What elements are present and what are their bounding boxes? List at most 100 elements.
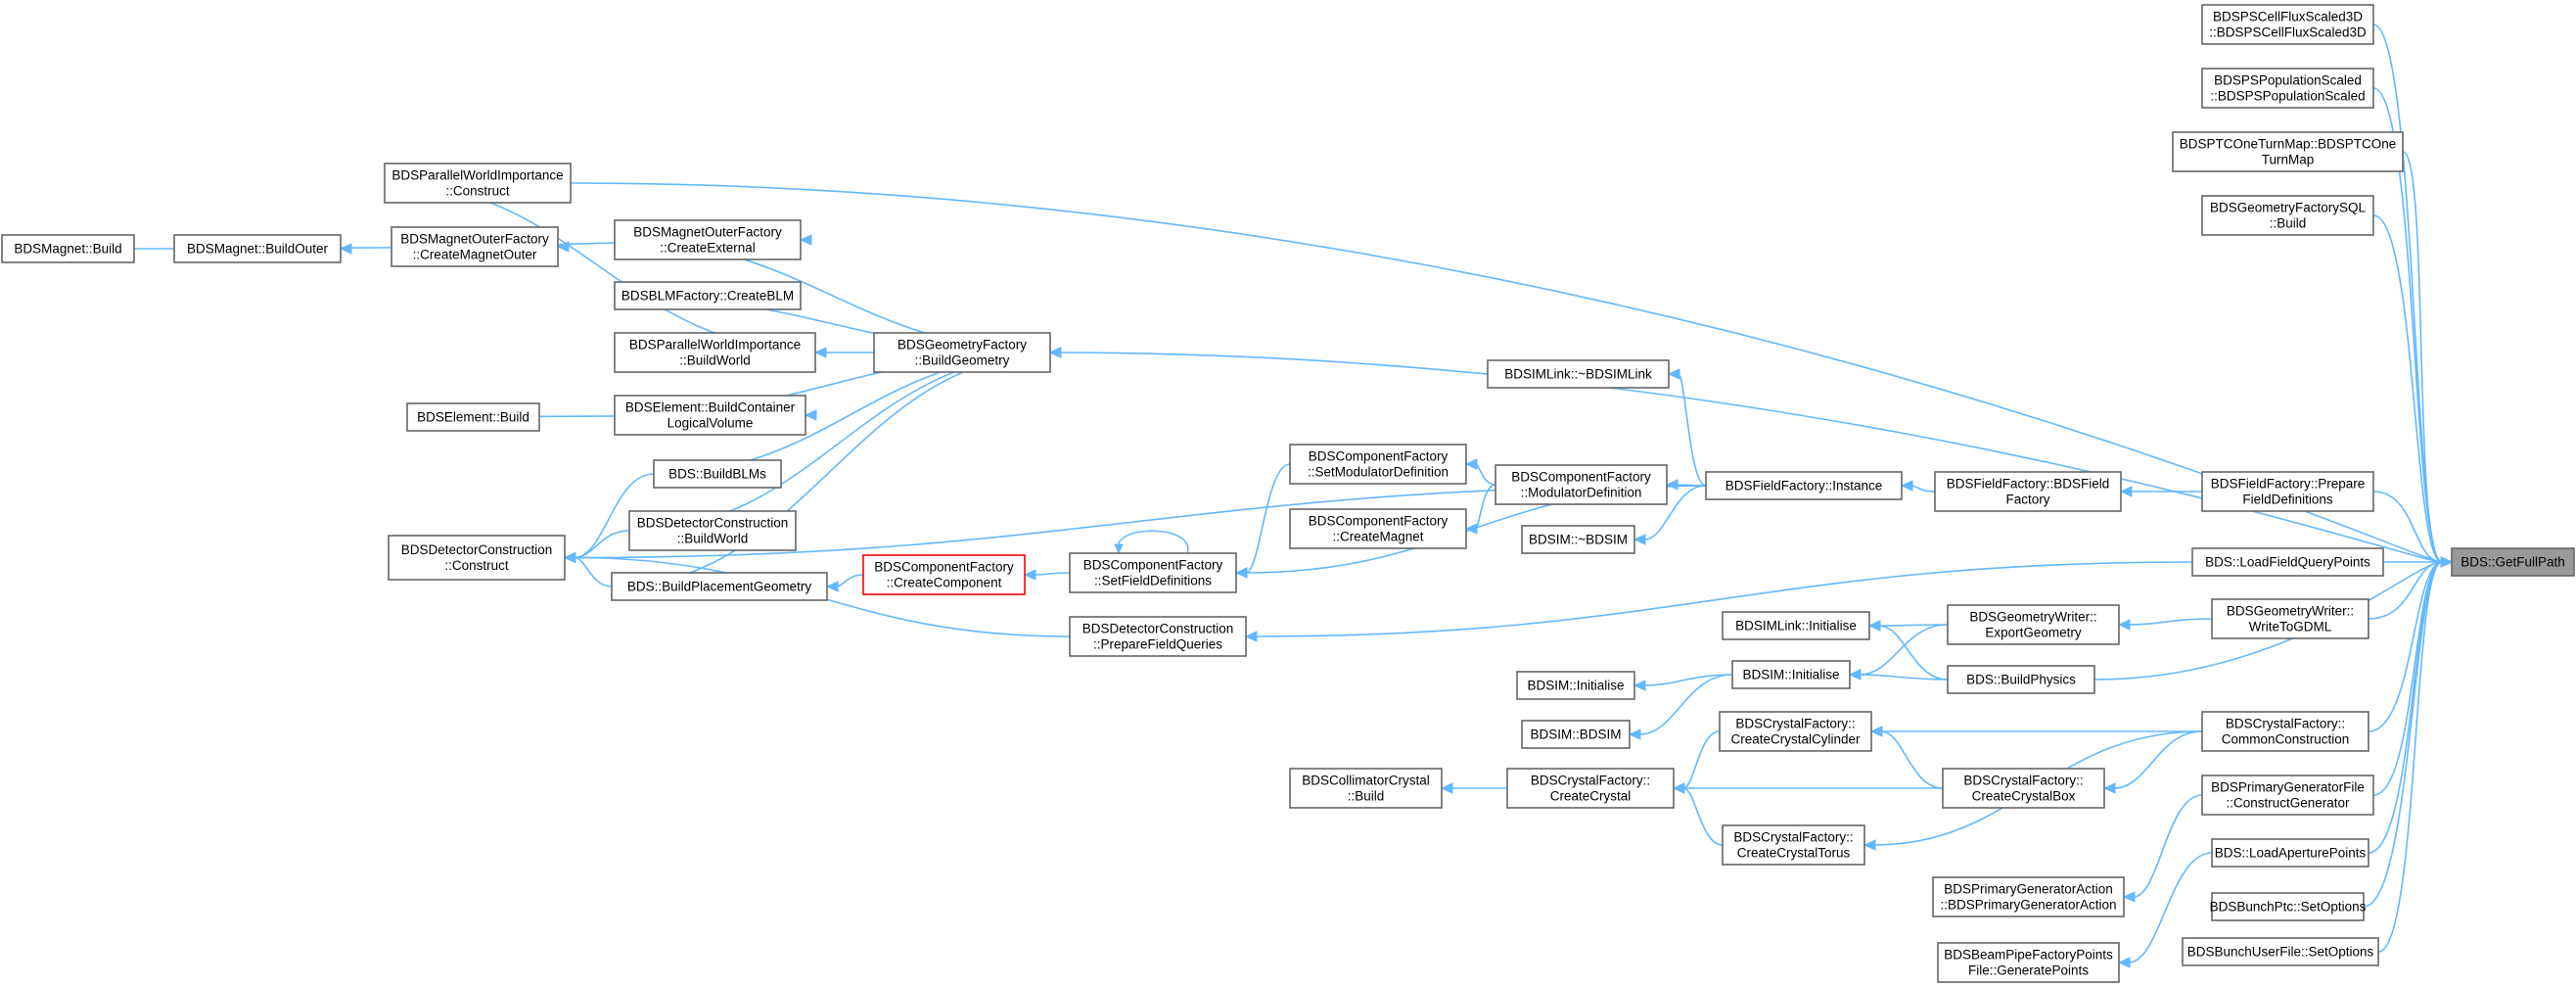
- node-bdsim_ctor[interactable]: BDSIM::BDSIM: [1521, 720, 1631, 749]
- node-box: [2211, 892, 2365, 921]
- node-ff_instance[interactable]: BDSFieldFactory::Instance: [1705, 471, 1903, 500]
- node-loadfieldquery[interactable]: BDS::LoadFieldQueryPoints: [2191, 547, 2384, 577]
- node-loadaperture[interactable]: BDS::LoadAperturePoints: [2211, 838, 2369, 868]
- node-geomfactory[interactable]: BDSGeometryFactory::BuildGeometry: [873, 332, 1051, 373]
- node-box: [1521, 720, 1631, 749]
- node-crf_ccb[interactable]: BDSCrystalFactory::CreateCrystalBox: [1942, 768, 2105, 809]
- node-dc_buildworld[interactable]: BDSDetectorConstruction::BuildWorld: [628, 510, 797, 551]
- node-box: [1289, 508, 1467, 549]
- node-box: [2201, 68, 2374, 109]
- node-bpfp_gen[interactable]: BDSBeamPipeFactoryPointsFile::GeneratePo…: [1937, 942, 2120, 983]
- node-label: ::CreateExternal: [660, 241, 756, 256]
- node-label: File::GeneratePoints: [1968, 963, 2089, 978]
- node-bpg[interactable]: BDS::BuildPlacementGeometry: [611, 572, 828, 601]
- edge-bunchuser-to-getfullpath: [2377, 556, 2454, 953]
- edge-crf_common-to-crf_ccb: [2102, 730, 2203, 794]
- node-label: BDS::BuildPlacementGeometry: [627, 580, 812, 594]
- node-crf_cct[interactable]: BDSCrystalFactory::CreateCrystalTorus: [1722, 824, 1865, 866]
- node-gw_gdml[interactable]: BDSGeometryWriter::WriteToGDML: [2211, 598, 2369, 639]
- node-label: BDS::GetFullPath: [2461, 555, 2565, 570]
- node-buildphysics[interactable]: BDS::BuildPhysics: [1947, 665, 2095, 694]
- node-box: [173, 234, 342, 263]
- node-box: [1947, 665, 2095, 694]
- node-cf_md[interactable]: BDSComponentFactory::ModulatorDefinition: [1495, 464, 1668, 505]
- node-cf_createcomponent[interactable]: BDSComponentFactory::CreateComponent: [862, 554, 1026, 595]
- node-label: BDSComponentFactory: [1309, 449, 1449, 464]
- node-label: TurnMap: [2262, 153, 2315, 167]
- node-magnet_build[interactable]: BDSMagnet::Build: [1, 234, 135, 263]
- node-geomsql[interactable]: BDSGeometryFactorySQL::Build: [2201, 195, 2374, 236]
- node-bunchptc[interactable]: BDSBunchPtc::SetOptions: [2210, 892, 2367, 921]
- node-population[interactable]: BDSPSPopulationScaled::BDSPSPopulationSc…: [2201, 68, 2374, 109]
- node-cellflux[interactable]: BDSPSCellFluxScaled3D::BDSPSCellFluxScal…: [2201, 4, 2374, 45]
- node-box: [1516, 671, 1635, 700]
- node-imlink_init[interactable]: BDSIMLink::Initialise: [1722, 611, 1870, 640]
- node-label: BDSBeamPipeFactoryPoints: [1944, 948, 2113, 963]
- node-gw_export[interactable]: BDSGeometryWriter::ExportGeometry: [1947, 604, 2120, 645]
- node-label: CreateCrystal: [1550, 789, 1632, 804]
- edge-crf_ccb-to-crf_ccc: [1869, 726, 1944, 789]
- node-magnet_buildouter[interactable]: BDSMagnet::BuildOuter: [173, 234, 342, 263]
- edge-geomsql-to-getfullpath: [2372, 214, 2454, 568]
- node-blm_create[interactable]: BDSBLMFactory::CreateBLM: [614, 281, 802, 310]
- node-crf_cc[interactable]: BDSCrystalFactory::CreateCrystal: [1506, 768, 1675, 809]
- node-label: BDSCrystalFactory::: [1963, 774, 2083, 788]
- node-box: [1942, 768, 2105, 809]
- node-mof_ce[interactable]: BDSMagnetOuterFactory::CreateExternal: [614, 219, 802, 260]
- node-box: [614, 332, 816, 373]
- node-dc_pfq[interactable]: BDSDetectorConstruction::PrepareFieldQue…: [1069, 616, 1247, 657]
- node-label: BDSComponentFactory: [874, 560, 1014, 575]
- edge-pgf_cg-to-getfullpath: [2372, 556, 2454, 796]
- node-box: [2201, 471, 2374, 512]
- node-label: BDSComponentFactory: [1083, 558, 1223, 573]
- node-label: BDSMagnetOuterFactory: [400, 232, 549, 247]
- node-bunchuser[interactable]: BDSBunchUserFile::SetOptions: [2182, 937, 2379, 966]
- node-bdsim_init_a[interactable]: BDSIM::Initialise: [1516, 671, 1635, 700]
- edge-cf_smd-to-cf_sfd: [1234, 463, 1291, 579]
- node-bdsim_init_b[interactable]: BDSIM::Initialise: [1731, 660, 1851, 689]
- node-cf_smd[interactable]: BDSComponentFactory::SetModulatorDefinit…: [1289, 444, 1467, 485]
- node-collcrystal[interactable]: BDSCollimatorCrystal::Build: [1289, 768, 1443, 809]
- node-box: [2191, 547, 2384, 577]
- node-cf_cm[interactable]: BDSComponentFactory::CreateMagnet: [1289, 508, 1467, 549]
- node-pwi_buildworld[interactable]: BDSParallelWorldImportance::BuildWorld: [614, 332, 816, 373]
- node-label: BDSParallelWorldImportance: [629, 338, 801, 352]
- node-label: BDSMagnet::Build: [14, 242, 121, 257]
- node-label: ::ConstructGenerator: [2226, 796, 2350, 811]
- node-buildblms[interactable]: BDS::BuildBLMs: [653, 459, 782, 489]
- node-box: [1934, 471, 2122, 512]
- node-crf_ccc[interactable]: BDSCrystalFactory::CreateCrystalCylinder: [1719, 711, 1872, 752]
- node-imlink_dtor[interactable]: BDSIMLink::~BDSIMLink: [1487, 359, 1670, 389]
- node-label: ::Construct: [444, 558, 509, 573]
- node-ff_ctor[interactable]: BDSFieldFactory::BDSFieldFactory: [1934, 471, 2122, 512]
- node-label: BDSIM::Initialise: [1527, 679, 1624, 693]
- node-mof_cmo[interactable]: BDSMagnetOuterFactory::CreateMagnetOuter: [391, 226, 559, 267]
- node-label: ::Construct: [445, 184, 510, 199]
- node-pgf_cg[interactable]: BDSPrimaryGeneratorFile::ConstructGenera…: [2201, 775, 2374, 816]
- edge-loadaperture-to-bpfp_gen: [2117, 852, 2213, 968]
- node-crf_common[interactable]: BDSCrystalFactory::CommonConstruction: [2201, 711, 2369, 752]
- node-element_build[interactable]: BDSElement::Build: [406, 402, 540, 432]
- node-pwi_construct[interactable]: BDSParallelWorldImportance::Construct: [384, 163, 572, 204]
- node-ptcoturn[interactable]: BDSPTCOneTurnMap::BDSPTCOneTurnMap: [2172, 131, 2404, 172]
- edge-cf_sfd-to-cf_sfd: [1114, 530, 1189, 555]
- edge-gw_gdml-to-gw_export: [2117, 618, 2213, 631]
- edge-crf_cct-to-crf_cc: [1672, 782, 1724, 846]
- node-cf_sfd[interactable]: BDSComponentFactory::SetFieldDefinitions: [1069, 552, 1237, 593]
- node-label: Factory: [2005, 493, 2049, 507]
- node-label: BDSCrystalFactory::: [1531, 774, 1650, 788]
- node-label: ExportGeometry: [1985, 626, 2082, 640]
- edge-buildphysics-to-bdsim_init_b: [1848, 669, 1949, 681]
- node-label: BDSPrimaryGeneratorFile: [2211, 780, 2365, 795]
- node-pga_ctor[interactable]: BDSPrimaryGeneratorAction::BDSPrimaryGen…: [1932, 876, 2125, 917]
- node-dc_construct[interactable]: BDSDetectorConstruction::Construct: [388, 535, 566, 581]
- node-label: BDSIM::BDSIM: [1530, 728, 1621, 742]
- node-box: [653, 459, 782, 489]
- node-bdsim_dtor[interactable]: BDSIM::~BDSIM: [1521, 525, 1635, 554]
- edge-cf_createcomponent-to-bpg: [825, 574, 864, 592]
- edge-ff_instance-to-imlink_dtor: [1667, 368, 1707, 487]
- node-label: CreateCrystalTorus: [1737, 846, 1851, 861]
- node-getfullpath[interactable]: BDS::GetFullPath: [2451, 547, 2575, 577]
